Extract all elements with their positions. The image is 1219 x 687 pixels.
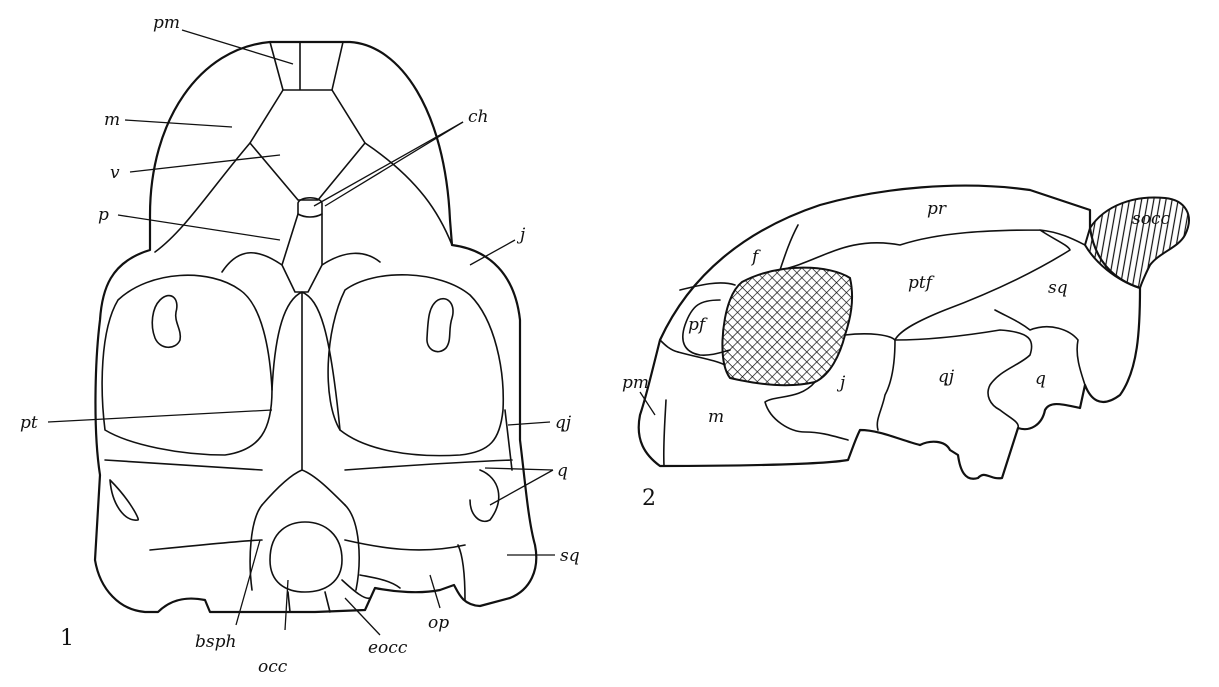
ventral-right-foramen xyxy=(426,298,454,353)
lateral-label-sq: sq xyxy=(1048,278,1068,298)
lateral-label-ptf: ptf xyxy=(908,273,935,293)
ventral-left-fossa xyxy=(101,274,273,456)
ventral-label-pm: pm xyxy=(153,13,180,33)
lateral-view-drawing: pr socc f ptf sq pf pm m j qj q 2 xyxy=(622,184,1190,511)
ventral-skull-outline xyxy=(93,40,538,614)
ventral-vomer-outline xyxy=(249,89,366,201)
ventral-label-occ: occ xyxy=(258,657,288,677)
lateral-label-f: f xyxy=(750,247,761,267)
ventral-label-bsph: bsph xyxy=(195,632,236,652)
lateral-label-pr: pr xyxy=(927,199,947,219)
ventral-figure-number: 1 xyxy=(60,626,74,651)
lateral-roof-sutures xyxy=(659,224,1086,386)
ventral-label-v: v xyxy=(110,163,120,183)
ventral-occipital-condyle xyxy=(269,521,343,593)
lateral-label-q: q xyxy=(1035,369,1046,389)
ventral-right-fossa xyxy=(327,274,505,457)
ventral-maxilla-palatine-suture xyxy=(154,142,453,293)
lateral-pm-leader xyxy=(639,391,656,416)
ventral-basisphenoid-outline xyxy=(249,504,360,591)
ventral-label-ch: ch xyxy=(468,107,488,127)
ventral-leader-lines xyxy=(47,29,555,636)
ventral-label-sq: sq xyxy=(560,546,580,566)
lateral-label-pm: pm xyxy=(622,373,649,393)
ventral-label-op: op xyxy=(428,613,449,633)
ventral-pterygoid-sutures xyxy=(261,291,346,506)
ventral-view-drawing: pm m v ch p j pt qj q sq bsph occ eocc o… xyxy=(20,13,580,677)
lateral-label-pf: pf xyxy=(688,315,708,335)
ventral-exoccipital-sutures xyxy=(287,574,401,613)
ventral-lateral-sutures xyxy=(104,409,513,601)
lateral-label-m: m xyxy=(708,407,724,427)
lateral-orbit-crosshatched xyxy=(721,266,854,387)
lateral-lower-sutures xyxy=(662,299,1033,467)
ventral-label-q: q xyxy=(557,461,568,481)
lateral-label-socc: socc xyxy=(1132,209,1170,229)
ventral-label-p: p xyxy=(98,205,109,225)
ventral-label-eocc: eocc xyxy=(368,638,408,658)
ventral-label-pt: pt xyxy=(20,413,38,433)
lateral-skull-outline xyxy=(637,184,1142,480)
ventral-premaxilla-suture xyxy=(269,41,344,91)
lateral-label-qj: qj xyxy=(938,367,955,387)
lateral-label-j: j xyxy=(836,373,846,393)
ventral-label-m: m xyxy=(104,110,120,130)
ventral-left-foramen xyxy=(151,294,182,349)
ventral-label-qj: qj xyxy=(555,413,572,433)
ventral-label-j: j xyxy=(516,225,526,245)
lateral-figure-number: 2 xyxy=(642,486,656,511)
